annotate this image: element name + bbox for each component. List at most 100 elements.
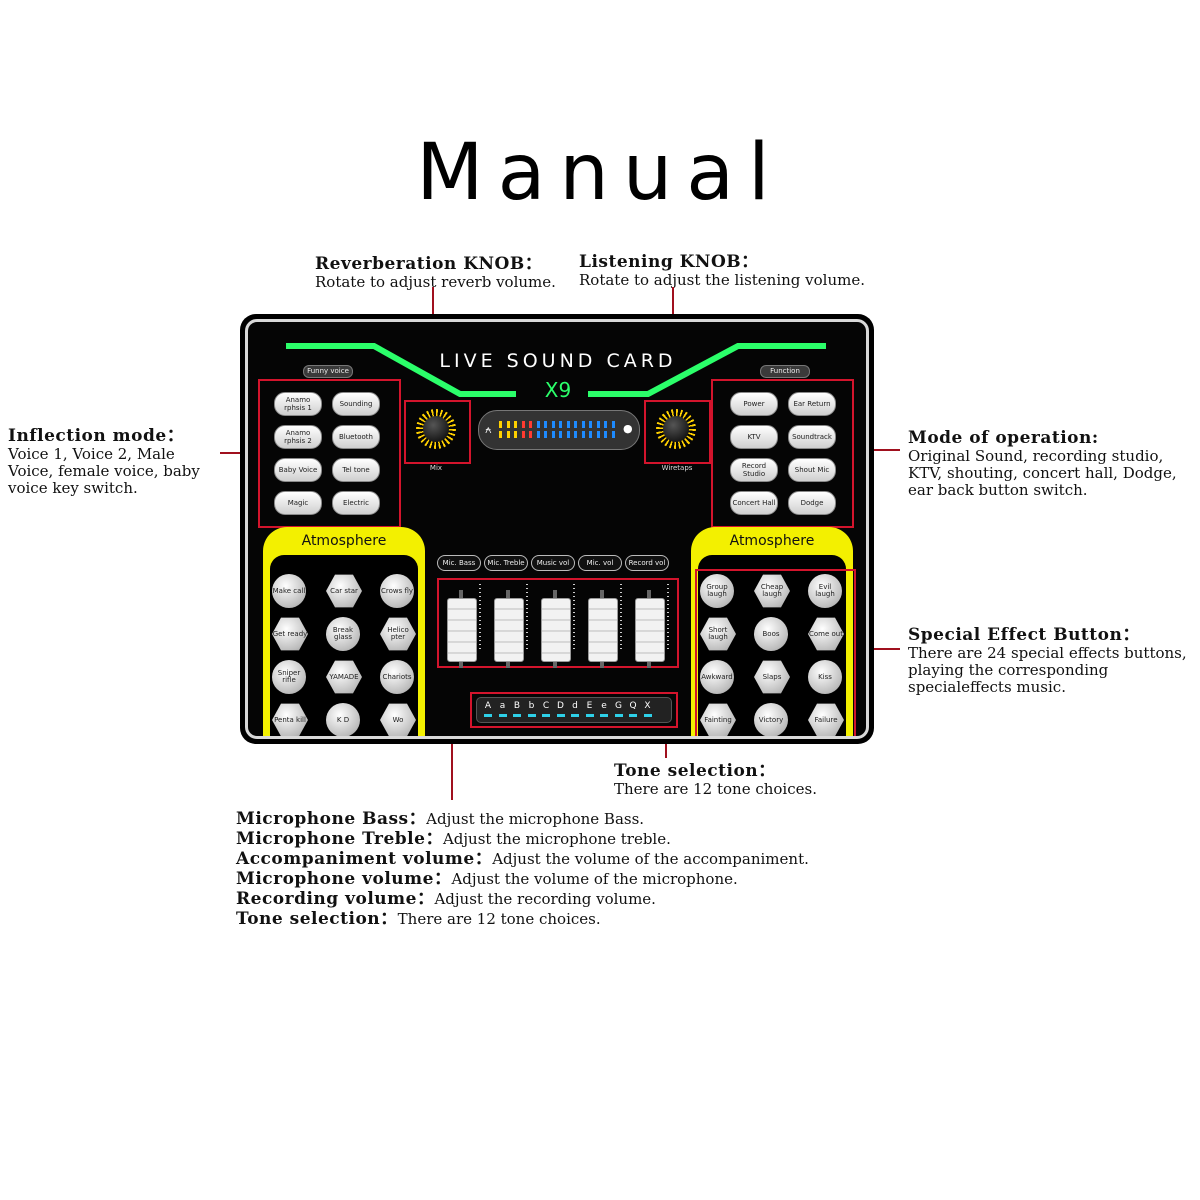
- tone-indicator: [585, 714, 594, 717]
- meter-segment: [604, 421, 607, 428]
- meter-segment: [589, 421, 592, 428]
- left-effect-3[interactable]: Crows fly: [380, 574, 414, 608]
- meter-segment: [499, 431, 502, 438]
- function-button-7[interactable]: Concert Hall: [730, 491, 778, 515]
- right-atmosphere-title: Atmosphere: [729, 533, 815, 549]
- function-button-5[interactable]: Record Studio: [730, 458, 778, 482]
- tone-5[interactable]: C: [542, 701, 550, 711]
- description-term: Microphone volume：: [236, 869, 452, 889]
- left-effect-7[interactable]: Sniper rifle: [272, 660, 306, 694]
- tone-3[interactable]: B: [513, 701, 521, 711]
- meter-segment: [514, 431, 517, 438]
- funny-voice-button-6[interactable]: Tel tone: [332, 458, 380, 482]
- level-meter: ⍲ ●: [478, 410, 640, 450]
- operation-callout: Mode of operation: Original Sound, recor…: [908, 428, 1193, 499]
- funny-voice-button-5[interactable]: Baby Voice: [274, 458, 322, 482]
- meter-segment: [506, 431, 510, 438]
- right-effect-3[interactable]: Evil laugh: [808, 574, 842, 608]
- reverb-callout: Reverberation KNOB： Rotate to adjust rev…: [315, 249, 556, 291]
- funny-voice-button-2[interactable]: Sounding: [332, 392, 380, 416]
- left-effect-11[interactable]: K D: [326, 703, 360, 736]
- special-heading: Special Effect Button：: [908, 625, 1140, 645]
- tone-6[interactable]: D: [557, 701, 564, 711]
- meter-segment: [574, 421, 577, 428]
- special-effect-highlight: [695, 569, 856, 736]
- device-title: LIVE SOUND CARD: [439, 350, 677, 372]
- fader-1[interactable]: [447, 590, 477, 668]
- function-label: Function: [760, 365, 810, 378]
- fader-cap: [494, 598, 524, 662]
- function-button-3[interactable]: KTV: [730, 425, 778, 449]
- left-effect-9[interactable]: Chariots: [380, 660, 414, 694]
- fader-4[interactable]: [588, 590, 618, 668]
- left-effect-5[interactable]: Break glass: [326, 617, 360, 651]
- tone-4[interactable]: b: [528, 701, 535, 711]
- tone-12[interactable]: X: [644, 701, 651, 711]
- tone-indicator: [498, 714, 507, 717]
- fader-2[interactable]: [494, 590, 524, 668]
- funny-voice-button-8[interactable]: Electric: [332, 491, 380, 515]
- tone-callout: Tone selection： There are 12 tone choice…: [614, 756, 817, 798]
- sound-card-device: LIVE SOUND CARD X9 Funny voice Function …: [240, 314, 874, 744]
- listening-heading: Listening KNOB：: [579, 252, 759, 272]
- description-term: Microphone Bass：: [236, 809, 427, 829]
- meter-segment: [529, 431, 532, 438]
- tone-1[interactable]: A: [484, 701, 492, 711]
- meter-segment: [596, 421, 600, 428]
- tone-indicator: [643, 714, 652, 717]
- tone-2[interactable]: a: [499, 701, 506, 711]
- listening-callout: Listening KNOB： Rotate to adjust the lis…: [579, 247, 865, 289]
- description-row: Microphone Treble：Adjust the microphone …: [236, 824, 671, 849]
- tone-8[interactable]: E: [586, 701, 593, 711]
- special-callout: Special Effect Button： There are 24 spec…: [908, 620, 1198, 696]
- operation-leader-line: [852, 449, 900, 451]
- description-row: Microphone volume：Adjust the volume of t…: [236, 864, 738, 889]
- description-term: Accompaniment volume：: [236, 849, 493, 869]
- fader-3[interactable]: [541, 590, 571, 668]
- function-button-1[interactable]: Power: [730, 392, 778, 416]
- description-row: Recording volume：Adjust the recording vo…: [236, 884, 656, 909]
- green-trim-line: [286, 343, 826, 397]
- special-text: There are 24 special effects buttons, pl…: [908, 644, 1187, 696]
- funny-voice-button-1[interactable]: Anamo rphsis 1: [274, 392, 322, 416]
- right-effect-7[interactable]: Awkward: [700, 660, 734, 694]
- right-effect-1[interactable]: Group laugh: [700, 574, 734, 608]
- operation-text: Original Sound, recording studio, KTV, s…: [908, 447, 1177, 499]
- fader-cap: [447, 598, 477, 662]
- funny-voice-button-7[interactable]: Magic: [274, 491, 322, 515]
- meter-segment: [521, 431, 525, 438]
- fader-ticks: [479, 584, 481, 650]
- operation-heading: Mode of operation:: [908, 428, 1099, 448]
- tone-11[interactable]: Q: [629, 701, 637, 711]
- function-button-2[interactable]: Ear Return: [788, 392, 836, 416]
- function-button-4[interactable]: Soundtrack: [788, 425, 836, 449]
- reverb-knob-highlight: [404, 400, 471, 464]
- microphone-icon: ●: [623, 422, 633, 435]
- meter-segment: [559, 421, 562, 428]
- fader-5[interactable]: [635, 590, 665, 668]
- reverb-knob[interactable]: [423, 416, 449, 442]
- function-button-8[interactable]: Dodge: [788, 491, 836, 515]
- meter-segment: [581, 421, 585, 428]
- tone-indicator: [571, 714, 579, 717]
- tone-heading: Tone selection：: [614, 761, 776, 781]
- tone-7[interactable]: d: [572, 701, 578, 711]
- fader-cap: [541, 598, 571, 662]
- description-text: Adjust the volume of the accompaniment.: [492, 850, 809, 868]
- funny-voice-button-3[interactable]: Anamo rphsis 2: [274, 425, 322, 449]
- right-effect-9[interactable]: Kiss: [808, 660, 842, 694]
- tone-indicator: [484, 714, 492, 717]
- function-button-6[interactable]: Shout Mic: [788, 458, 836, 482]
- left-effect-1[interactable]: Make call: [272, 574, 306, 608]
- right-effect-5[interactable]: Boos: [754, 617, 788, 651]
- right-effect-11[interactable]: Victory: [754, 703, 788, 736]
- meter-segment: [596, 431, 600, 438]
- fader-label-4: Mic. vol: [578, 555, 622, 571]
- meter-segment: [566, 421, 570, 428]
- funny-voice-button-4[interactable]: Bluetooth: [332, 425, 380, 449]
- listening-knob[interactable]: [663, 416, 689, 442]
- tone-9[interactable]: e: [601, 701, 607, 711]
- meter-bars: [499, 421, 619, 439]
- tone-10[interactable]: G: [615, 701, 622, 711]
